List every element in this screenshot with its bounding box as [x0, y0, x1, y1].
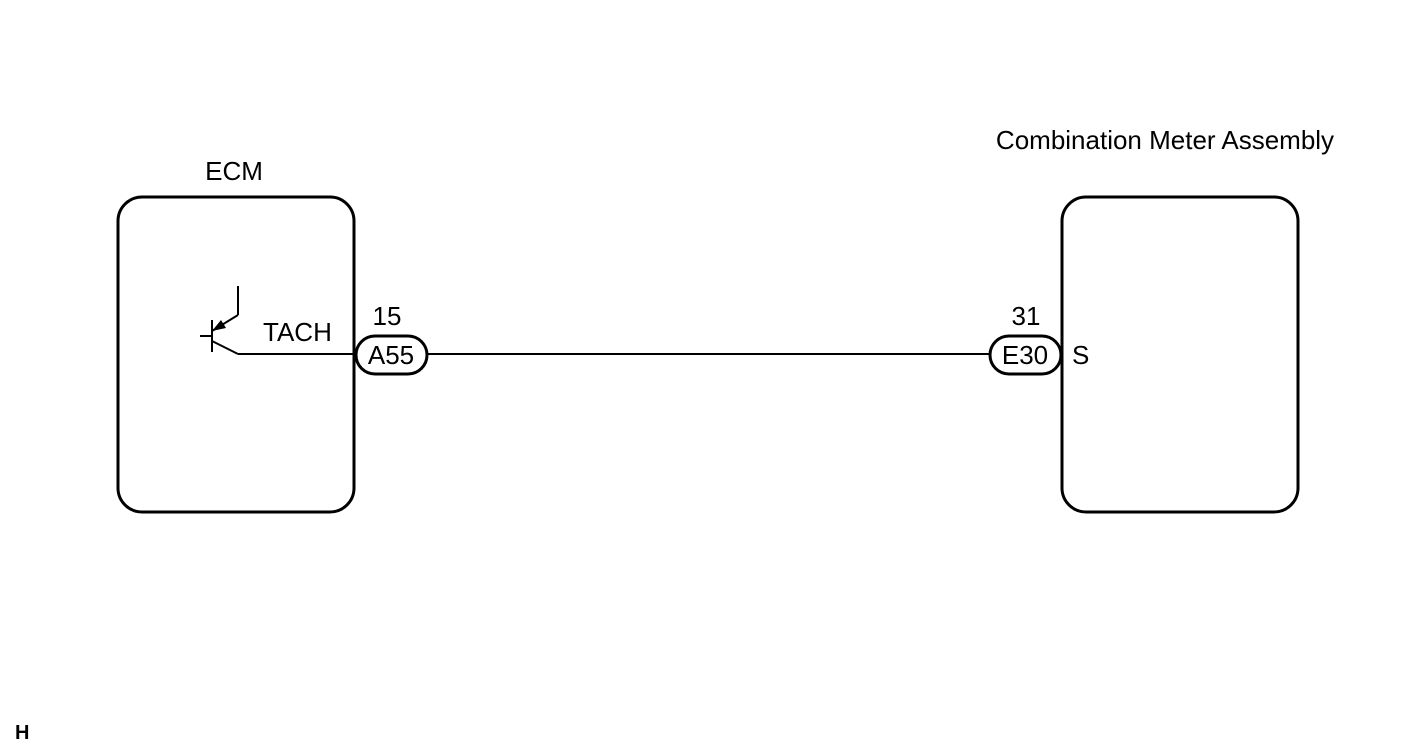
ecm-connector-code: A55	[368, 340, 414, 370]
meter-connector: 31 E30	[988, 301, 1063, 376]
meter-title: Combination Meter Assembly	[996, 125, 1334, 155]
ecm-connector: 15 A55	[354, 301, 429, 376]
meter-component: Combination Meter Assembly S	[996, 125, 1334, 514]
ecm-component: ECM TACH	[116, 156, 356, 514]
transistor-symbol	[200, 286, 356, 355]
meter-connector-code: E30	[1002, 340, 1048, 370]
ecm-terminal-name: TACH	[263, 317, 332, 347]
meter-box	[1060, 195, 1300, 514]
ecm-title: ECM	[205, 156, 263, 186]
meter-terminal-pin: 31	[1012, 301, 1041, 331]
meter-connector-shape	[988, 334, 1063, 376]
emitter-arrow-icon	[212, 320, 226, 331]
ecm-connector-shape	[354, 334, 429, 376]
corner-code: H	[15, 722, 29, 744]
ecm-terminal-pin: 15	[373, 301, 402, 331]
meter-terminal-name: S	[1072, 340, 1089, 370]
